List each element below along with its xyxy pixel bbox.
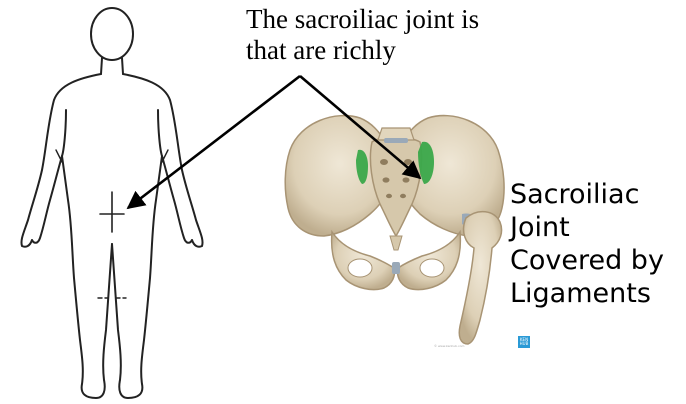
right-obturator-foramen bbox=[420, 259, 444, 277]
kenhub-logo-icon: KEN HUB bbox=[518, 336, 530, 348]
body-outline-icon bbox=[21, 8, 202, 398]
label-line-2: Joint bbox=[510, 211, 680, 244]
pelvis-icon bbox=[285, 116, 504, 344]
left-obturator-foramen bbox=[348, 259, 372, 277]
caption-line-2: that are richly bbox=[246, 35, 576, 66]
intervertebral-disc bbox=[384, 138, 408, 143]
femur bbox=[459, 212, 501, 344]
pubic-symphysis bbox=[392, 262, 400, 274]
sacrum bbox=[370, 138, 421, 237]
sacroiliac-label: Sacroiliac Joint Covered by Ligaments bbox=[510, 178, 680, 310]
body-inner-arms bbox=[62, 110, 162, 156]
label-line-4: Ligaments bbox=[510, 277, 680, 310]
arrow-to-body bbox=[128, 76, 300, 208]
caption-line-1: The sacroiliac joint is bbox=[246, 4, 576, 35]
body-spine-line bbox=[100, 192, 124, 232]
label-line-1: Sacroiliac bbox=[510, 178, 680, 211]
label-line-3: Covered by bbox=[510, 244, 680, 277]
caption-text: The sacroiliac joint is that are richly bbox=[246, 4, 576, 66]
coccyx bbox=[390, 236, 402, 250]
kenhub-logo-text: KEN HUB bbox=[520, 338, 529, 346]
image-credit: © www.kenhub.com bbox=[434, 344, 464, 348]
body-elbow-marks bbox=[56, 150, 168, 162]
body-head bbox=[91, 8, 133, 60]
